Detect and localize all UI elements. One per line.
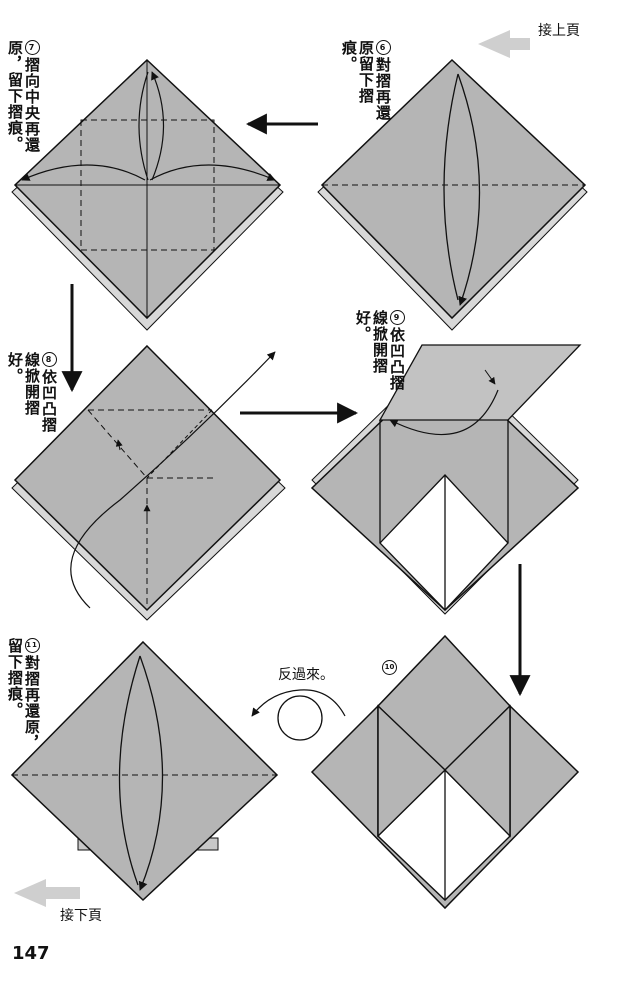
step10-number: 10: [382, 660, 397, 675]
turn-over-icon: [251, 689, 346, 741]
step6-figure: [317, 58, 588, 331]
continue-from-label: 接上頁: [538, 23, 580, 39]
step8-number: 8: [41, 352, 57, 367]
step9-number: 9: [389, 310, 405, 325]
step9-figure: [310, 344, 582, 615]
continue-from-arrow-icon: [478, 30, 530, 58]
continue-to-arrow-icon: [14, 879, 80, 907]
step6-caption: 6對摺再還原留下摺痕。: [340, 40, 392, 121]
page-number: 147: [12, 943, 50, 964]
step7-number: 7: [24, 40, 40, 55]
step7-figure: [11, 58, 284, 331]
step11-number: 11: [24, 638, 40, 653]
turn-over-label: 反過來。: [278, 667, 334, 683]
step11-figure: [10, 640, 279, 902]
step8-figure: [11, 344, 286, 621]
step7-caption: 7摺向中央再還原，留下摺痕。: [6, 40, 41, 153]
step11-caption: 11對摺再還原，留下摺痕。: [6, 638, 41, 751]
step10-figure: [310, 634, 580, 910]
step6-number: 6: [375, 40, 391, 55]
step8-caption: 8依凹凸摺線掀開摺好。: [6, 352, 58, 433]
continue-to-label: 接下頁: [60, 908, 102, 924]
step10-caption: 10: [382, 654, 397, 677]
step9-caption: 9依凹凸摺線掀開摺好。: [354, 310, 406, 391]
